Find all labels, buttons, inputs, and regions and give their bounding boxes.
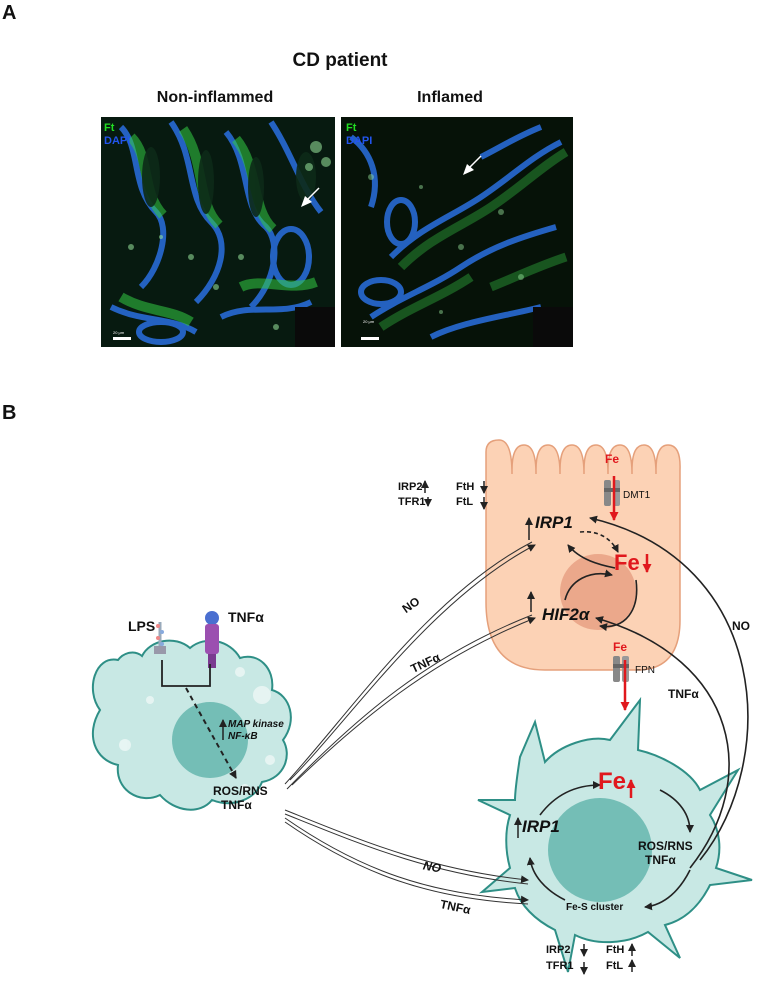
fe-export-label: Fe bbox=[613, 640, 628, 654]
bottom-irp2-label: IRP2 bbox=[546, 944, 571, 956]
left-image-title: Non-inflammed bbox=[156, 89, 274, 106]
no-arrow-to-macrophage bbox=[284, 809, 529, 884]
signaling-dashed-arrow bbox=[185, 687, 237, 779]
epithelial-cell bbox=[485, 439, 681, 671]
fes-to-irp1-arrow bbox=[526, 857, 566, 901]
tnfa-arrow-to-hif2a-2 bbox=[286, 614, 533, 790]
tnfa-arrow-to-macrophage-2 bbox=[284, 821, 529, 905]
tnfa-receptor-label: TNFα bbox=[228, 609, 264, 625]
fpn-label: FPN bbox=[635, 665, 655, 676]
panel-b-letter: B bbox=[2, 402, 17, 424]
no-lower-label: NO bbox=[421, 858, 443, 876]
readout-arrows-bottom bbox=[580, 943, 636, 975]
micrograph-inflamed: Ft DAPI 20 μm bbox=[341, 117, 573, 347]
ft-stain-label-inflamed: Ft bbox=[346, 122, 357, 134]
irp1-to-fe-arrow bbox=[539, 781, 601, 816]
irp1-epithelial-label: IRP1 bbox=[535, 513, 573, 532]
epithelial-nucleus bbox=[560, 554, 636, 630]
fe-to-ros-arrow bbox=[659, 789, 694, 833]
bottom-tfr1-label: TFR1 bbox=[546, 960, 574, 972]
micrograph-inflamed-image bbox=[341, 117, 573, 347]
readout-arrows-top bbox=[421, 480, 488, 510]
no-right-label: NO bbox=[732, 619, 750, 633]
scale-bar-label: 20 μm bbox=[113, 330, 125, 335]
panel-a-title: CD patient bbox=[292, 50, 388, 71]
tnfa-to-fes-arrow bbox=[644, 869, 691, 911]
top-tfr1-label: TFR1 bbox=[398, 496, 426, 508]
top-irp2-label: IRP2 bbox=[398, 481, 423, 493]
top-fth-label: FtH bbox=[456, 481, 475, 493]
mapk-label: MAP kinase bbox=[228, 719, 284, 730]
fe-to-irp1-arrow bbox=[567, 544, 616, 569]
ft-stain-label: Ft bbox=[104, 122, 115, 134]
receptor-signaling-bracket bbox=[161, 660, 211, 687]
tnfa-right-label: TNFα bbox=[668, 687, 699, 701]
fe-import-label: Fe bbox=[605, 452, 620, 466]
bottom-ftl-label: FtL bbox=[606, 960, 624, 972]
scale-bar-inflamed bbox=[361, 337, 379, 340]
nfkb-label: NF-κB bbox=[228, 731, 258, 742]
fe-down-label: Fe bbox=[614, 550, 640, 575]
dapi-stain-label-inflamed: DAPI bbox=[346, 135, 373, 147]
dmt1-label: DMT1 bbox=[623, 490, 651, 501]
fe-up-label: Fe bbox=[598, 768, 627, 795]
fe-to-hif2a-arrow bbox=[599, 579, 638, 632]
no-arrow-to-macrophage-2 bbox=[284, 813, 529, 885]
no-arrow-to-irp1-2 bbox=[284, 541, 533, 785]
hif2a-label: HIF2α bbox=[542, 605, 590, 624]
white-arrow-icon-inflamed bbox=[463, 155, 482, 175]
panel-a-letter: A bbox=[2, 2, 17, 24]
right-image-title: Inflamed bbox=[417, 89, 483, 106]
white-arrow-icon bbox=[301, 187, 320, 207]
dapi-stain-label: DAPI bbox=[104, 135, 131, 147]
no-arrow-to-irp1 bbox=[289, 544, 536, 781]
macrophage-left-vesicles bbox=[119, 667, 275, 792]
top-ftl-label: FtL bbox=[456, 496, 474, 508]
micrograph-non-inflamed-image bbox=[101, 117, 335, 347]
no-arrow-macrophage-to-irp1 bbox=[589, 515, 749, 861]
lps-label: LPS bbox=[128, 618, 156, 634]
macrophage-tnfa-label: TNFα bbox=[221, 798, 252, 812]
macrophage-ros-label: ROS/RNS bbox=[213, 784, 268, 798]
hif2a-to-fe-arrow bbox=[564, 569, 613, 601]
macrophage-right-nucleus bbox=[548, 798, 652, 902]
tnfa-arrow-to-hif2a bbox=[291, 616, 536, 786]
tnfa-arrow-to-macrophage bbox=[284, 817, 529, 904]
fes-cluster-label: Fe-S cluster bbox=[566, 902, 624, 913]
bottom-fth-label: FtH bbox=[606, 944, 625, 956]
micrograph-non-inflamed: Ft DAPI 20 μm bbox=[101, 117, 335, 347]
lps-receptor-icon bbox=[154, 622, 166, 654]
scale-bar bbox=[113, 337, 131, 340]
irp1-to-fe-dashed-arrow bbox=[579, 530, 619, 553]
cell-ros-label: ROS/RNS bbox=[638, 839, 693, 853]
scale-bar-label-inflamed: 20 μm bbox=[363, 319, 375, 324]
cell-tnfa-label: TNFα bbox=[645, 853, 676, 867]
tnf-receptor-icon bbox=[205, 611, 219, 668]
irp1-macrophage-label: IRP1 bbox=[522, 817, 560, 836]
tnfa-arrow-macrophage-to-hif2a bbox=[595, 616, 730, 869]
macrophage-left-nucleus bbox=[172, 702, 248, 778]
